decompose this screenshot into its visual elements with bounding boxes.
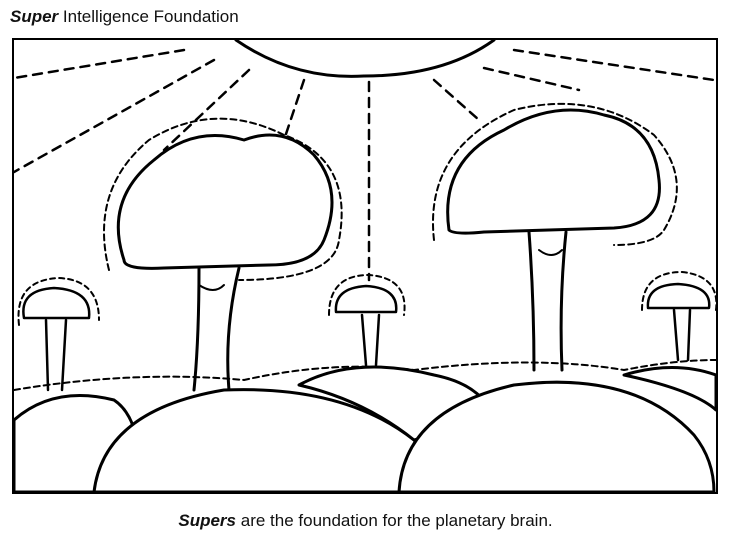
illustration-frame bbox=[12, 38, 718, 494]
page-caption: Supers are the foundation for the planet… bbox=[0, 510, 731, 532]
caption-bold: Supers bbox=[178, 511, 237, 530]
tree-icon bbox=[641, 271, 716, 362]
caption-rest: are the foundation for the planetary bra… bbox=[236, 511, 553, 530]
tree-icon bbox=[432, 102, 678, 372]
tree-icon bbox=[103, 117, 343, 392]
page-header: Super Intelligence Foundation bbox=[10, 6, 239, 28]
brand-rest: Intelligence Foundation bbox=[58, 7, 239, 26]
sun-icon bbox=[234, 40, 496, 78]
hill-icon bbox=[14, 365, 716, 492]
brand-bold: Super bbox=[10, 7, 59, 26]
tree-icon bbox=[328, 274, 406, 367]
sun-rays bbox=[14, 48, 716, 282]
coloring-page-illustration bbox=[14, 40, 716, 492]
tree-icon bbox=[17, 277, 100, 392]
